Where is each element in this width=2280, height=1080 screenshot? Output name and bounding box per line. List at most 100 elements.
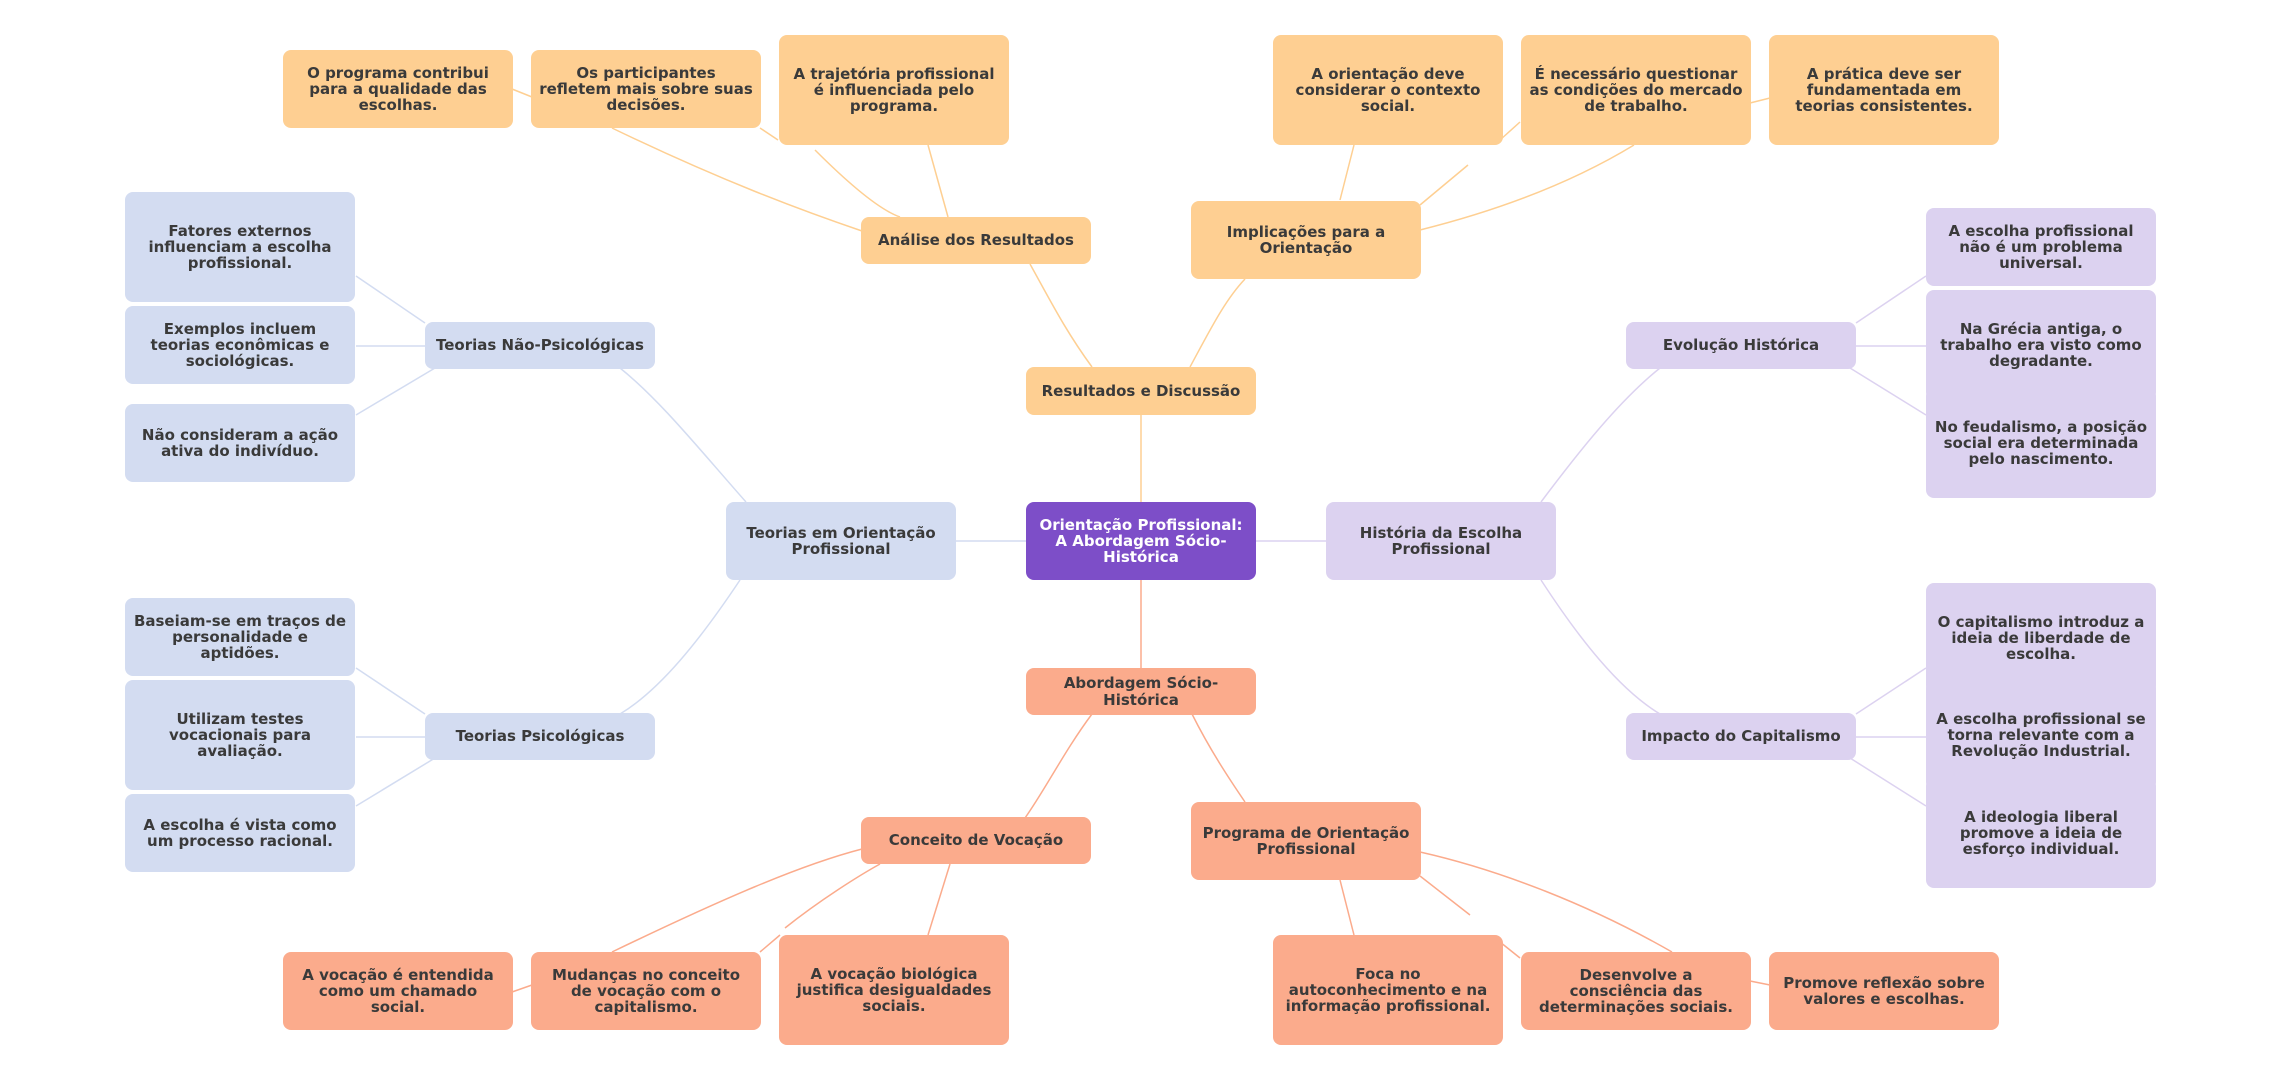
link-vocation-item-1 [511,984,533,993]
psych-item-1[interactable]: Baseiam-se em traços de personalidade e … [125,598,355,676]
nonpsych-node[interactable]: Teorias Não-Psicológicas [425,322,655,369]
link-theories-psych [619,579,741,715]
link-implications-item-3 [1419,144,1635,231]
vocation-node[interactable]: Conceito de Vocação [861,817,1091,864]
results-node[interactable]: Resultados e Discussão [1026,367,1256,415]
theories-node[interactable]: Teorias em Orientação Profissional [726,502,956,580]
psych-item-3[interactable]: A escolha é vista como um processo racio… [125,794,355,872]
psych-item-2[interactable]: Utilizam testes vocacionais para avaliaç… [125,680,355,790]
psych-node[interactable]: Teorias Psicológicas [425,713,655,760]
link-program-item-3 [1419,851,1673,953]
program-item-3[interactable]: Promove reflexão sobre valores e escolha… [1769,952,1999,1030]
root-node-label: Orientação Profissional: A Abordagem Sóc… [1039,515,1243,567]
vocation-item-1[interactable]: A vocação é entendida como um chamado so… [283,952,513,1030]
socio-node-label: Abordagem Sócio-Histórica [1063,674,1219,709]
root-node[interactable]: Orientação Profissional: A Abordagem Sóc… [1026,502,1256,580]
evolution-node[interactable]: Evolução Histórica [1626,322,1856,369]
capitalism-item-1[interactable]: O capitalismo introduz a ideia de liberd… [1926,583,2156,693]
link-program-item-2 [1419,875,1521,959]
capitalism-item-2[interactable]: A escolha profissional se torna relevant… [1926,680,2156,790]
link-capitalism-item-1 [1855,667,1927,715]
link-evolution-item-1 [1855,275,1927,324]
link-nonpsych-item-1 [355,275,426,324]
nonpsych-node-label: Teorias Não-Psicológicas [435,336,644,355]
nonpsych-item-2[interactable]: Exemplos incluem teorias econômicas e so… [125,306,355,384]
link-psych-item-1 [355,667,426,715]
link-implications-item-1 [1339,144,1355,201]
nonpsych-item-1[interactable]: Fatores externos influenciam a escolha p… [125,192,355,302]
evolution-item-2-text: Na Grécia antiga, o trabalho era visto c… [1940,319,2142,371]
link-implications-item-3b [1749,97,1771,104]
implications-item-2-text: É necessário questionar as condições do … [1529,64,1743,116]
analysis-item-1-text: O programa contribui para a qualidade da… [307,63,489,115]
history-node[interactable]: História da Escolha Profissional [1326,502,1556,580]
implications-item-1[interactable]: A orientação deve considerar o contexto … [1273,35,1503,145]
vocation-node-label: Conceito de Vocação [888,831,1064,850]
vocation-item-2[interactable]: Mudanças no conceito de vocação com o ca… [531,952,761,1030]
program-item-3-text: Promove reflexão sobre valores e escolha… [1783,973,1985,1008]
nonpsych-item-3[interactable]: Não consideram a ação ativa do indivíduo… [125,404,355,482]
evolution-item-3[interactable]: No feudalismo, a posição social era dete… [1926,388,2156,498]
program-item-2[interactable]: Desenvolve a consciência das determinaçõ… [1521,952,1751,1030]
link-analysis-item-1 [511,88,533,98]
capitalism-item-2-text: A escolha profissional se torna relevant… [1936,709,2146,761]
link-nonpsych-item-3 [355,367,436,416]
capitalism-item-3[interactable]: A ideologia liberal promove a ideia de e… [1926,778,2156,888]
analysis-node[interactable]: Análise dos Resultados [861,217,1091,264]
vocation-item-2-text: Mudanças no conceito de vocação com o ca… [551,965,741,1017]
evolution-item-2[interactable]: Na Grécia antiga, o trabalho era visto c… [1926,290,2156,400]
link-socio-vocation [1024,713,1093,819]
evolution-item-1-text: A escolha profissional não é um problema… [1948,221,2134,273]
vocation-item-1-text: A vocação é entendida como um chamado so… [302,965,494,1017]
implications-item-2[interactable]: É necessário questionar as condições do … [1521,35,1751,145]
analysis-item-2-text: Os participantes refletem mais sobre sua… [539,63,753,115]
capitalism-node-label: Impacto do Capitalismo [1641,727,1841,746]
program-node[interactable]: Programa de Orientação Profissional [1191,802,1421,880]
link-program-item-3b [1749,980,1771,986]
evolution-item-3-text: No feudalismo, a posição social era dete… [1934,417,2148,469]
analysis-item-1[interactable]: O programa contribui para a qualidade da… [283,50,513,128]
link-analysis-item-3c [927,144,949,218]
program-item-2-text: Desenvolve a consciência das determinaçõ… [1539,965,1733,1017]
capitalism-node[interactable]: Impacto do Capitalismo [1626,713,1856,760]
link-program-item-1 [1339,879,1355,936]
link-results-implications [1189,278,1246,368]
link-history-capitalism [1540,579,1661,715]
analysis-node-label: Análise dos Resultados [878,231,1074,250]
vocation-item-3-text: A vocação biológica justifica desigualda… [796,964,992,1016]
link-vocation-item-2b [784,863,881,929]
program-item-1-text: Foca no autoconhecimento e na informação… [1285,964,1491,1016]
capitalism-item-3-text: A ideologia liberal promove a ideia de e… [1959,807,2123,859]
history-node-label: História da Escolha Profissional [1359,523,1523,558]
evolution-item-1[interactable]: A escolha profissional não é um problema… [1926,208,2156,286]
analysis-item-3[interactable]: A trajetória profissional é influenciada… [779,35,1009,145]
psych-item-1-text: Baseiam-se em traços de personalidade e … [133,611,347,663]
analysis-item-3-text: A trajetória profissional é influenciada… [793,64,995,116]
psych-item-2-text: Utilizam testes vocacionais para avaliaç… [169,709,311,761]
nonpsych-item-3-text: Não consideram a ação ativa do indivíduo… [141,425,339,460]
psych-node-label: Teorias Psicológicas [455,727,625,746]
nonpsych-item-1-text: Fatores externos influenciam a escolha p… [148,221,332,273]
results-node-label: Resultados e Discussão [1041,381,1241,400]
link-socio-program [1191,713,1246,803]
program-node-label: Programa de Orientação Profissional [1202,823,1410,858]
socio-node[interactable]: Abordagem Sócio-Histórica [1026,668,1256,715]
link-implications-item-2 [1419,121,1521,206]
link-vocation-item-1b [611,848,863,953]
analysis-item-2[interactable]: Os participantes refletem mais sobre sua… [531,50,761,128]
link-psych-item-3 [355,757,436,807]
link-analysis-item-2 [611,127,863,232]
link-vocation-item-3 [927,863,951,936]
implications-node[interactable]: Implicações para a Orientação [1191,201,1421,279]
vocation-item-3[interactable]: A vocação biológica justifica desigualda… [779,935,1009,1045]
program-item-1[interactable]: Foca no autoconhecimento e na informação… [1273,935,1503,1045]
evolution-node-label: Evolução Histórica [1662,336,1820,355]
link-theories-nonpsych [619,367,747,503]
implications-item-3[interactable]: A prática deve ser fundamentada em teori… [1769,35,1999,145]
link-results-analysis [1029,263,1093,368]
capitalism-item-1-text: O capitalismo introduz a ideia de liberd… [1937,612,2145,664]
link-history-evolution [1540,367,1661,503]
nonpsych-item-2-text: Exemplos incluem teorias econômicas e so… [150,319,330,371]
link-analysis-item-3b [814,149,901,218]
